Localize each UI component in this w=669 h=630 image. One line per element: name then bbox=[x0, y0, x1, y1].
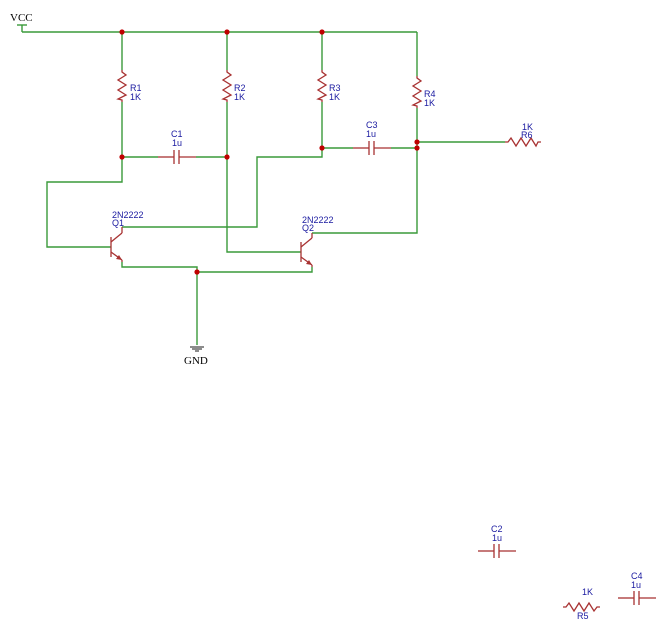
resistor-r3-symbol bbox=[316, 70, 328, 102]
capacitor-c2-value: 1u bbox=[492, 533, 502, 543]
capacitor-c3-value: 1u bbox=[366, 129, 376, 139]
resistor-r2-value: 1K bbox=[234, 92, 245, 102]
transistor-q1-collector bbox=[110, 232, 123, 243]
resistor-r6-symbol bbox=[505, 136, 541, 148]
transistor-q2-emitter-arrow bbox=[306, 260, 312, 265]
resistor-r5: 1K R5 bbox=[563, 587, 600, 621]
transistor-q2-value: 2N2222 bbox=[302, 215, 334, 225]
transistor-q1-ref: Q1 bbox=[112, 218, 124, 228]
transistor-q1-value: 2N2222 bbox=[112, 210, 144, 220]
junction-r3-c3 bbox=[319, 145, 325, 151]
junction-r4-output bbox=[414, 139, 420, 145]
vcc-label: VCC bbox=[10, 12, 33, 24]
resistor-r3-value: 1K bbox=[329, 92, 340, 102]
capacitor-c1-ref: C1 bbox=[171, 129, 183, 139]
junction-vcc-r1 bbox=[119, 29, 125, 35]
resistor-r6-ref: R6 bbox=[521, 130, 533, 140]
resistor-r4-value: 1K bbox=[424, 98, 435, 108]
resistor-r4: R4 1K bbox=[411, 76, 436, 108]
junction-r2-c1 bbox=[224, 154, 230, 160]
capacitor-c2-ref: C2 bbox=[491, 524, 503, 534]
vcc-symbol: VCC bbox=[10, 12, 33, 32]
resistor-r1: R1 1K bbox=[116, 70, 142, 102]
resistor-r5-ref: R5 bbox=[577, 611, 589, 621]
resistor-r6-value: 1K bbox=[522, 122, 533, 132]
gnd-label: GND bbox=[184, 355, 208, 367]
wire-q2-base bbox=[226, 157, 301, 253]
wire-q2-collector bbox=[312, 148, 418, 234]
wire-q1-collector bbox=[122, 148, 323, 228]
resistor-r6: 1K R6 bbox=[505, 122, 541, 148]
transistor-q1-emitter-arrow bbox=[116, 255, 122, 260]
wires bbox=[22, 31, 505, 345]
resistor-r2-ref: R2 bbox=[234, 83, 246, 93]
capacitor-c2: C2 1u bbox=[478, 524, 516, 558]
junction-vcc-r2 bbox=[224, 29, 230, 35]
resistor-r2: R2 1K bbox=[221, 70, 246, 102]
transistor-q2-ref: Q2 bbox=[302, 223, 314, 233]
wire-q2-emitter bbox=[197, 267, 313, 273]
resistor-r3: R3 1K bbox=[316, 70, 341, 102]
resistor-r2-symbol bbox=[221, 70, 233, 102]
junctions bbox=[119, 29, 420, 275]
resistor-r4-symbol bbox=[411, 76, 423, 108]
junction-r4-c3 bbox=[414, 145, 420, 151]
junction-vcc-r3 bbox=[319, 29, 325, 35]
transistor-q1: 2N2222 Q1 bbox=[110, 210, 144, 262]
capacitor-c4: C4 1u bbox=[618, 571, 656, 605]
wire-q1-emitter bbox=[121, 262, 198, 272]
gnd-symbol: GND bbox=[184, 346, 208, 367]
resistor-r5-value: 1K bbox=[582, 587, 593, 597]
resistor-r3-ref: R3 bbox=[329, 83, 341, 93]
capacitor-c1: C1 1u bbox=[158, 129, 196, 164]
resistor-r1-ref: R1 bbox=[130, 83, 142, 93]
transistor-q2: 2N2222 Q2 bbox=[300, 215, 334, 267]
resistor-r4-ref: R4 bbox=[424, 89, 436, 99]
resistor-r1-value: 1K bbox=[130, 92, 141, 102]
capacitor-c3-ref: C3 bbox=[366, 120, 378, 130]
transistor-q2-collector bbox=[300, 237, 313, 248]
resistor-r5-symbol bbox=[563, 601, 600, 613]
capacitor-c4-ref: C4 bbox=[631, 571, 643, 581]
capacitor-c4-value: 1u bbox=[631, 580, 641, 590]
wire-q1-base bbox=[46, 157, 123, 248]
junction-r1-c1 bbox=[119, 154, 125, 160]
capacitor-c1-value: 1u bbox=[172, 138, 182, 148]
capacitor-c3: C3 1u bbox=[353, 120, 391, 155]
junction-emitters bbox=[194, 269, 200, 275]
resistor-r1-symbol bbox=[116, 70, 128, 102]
